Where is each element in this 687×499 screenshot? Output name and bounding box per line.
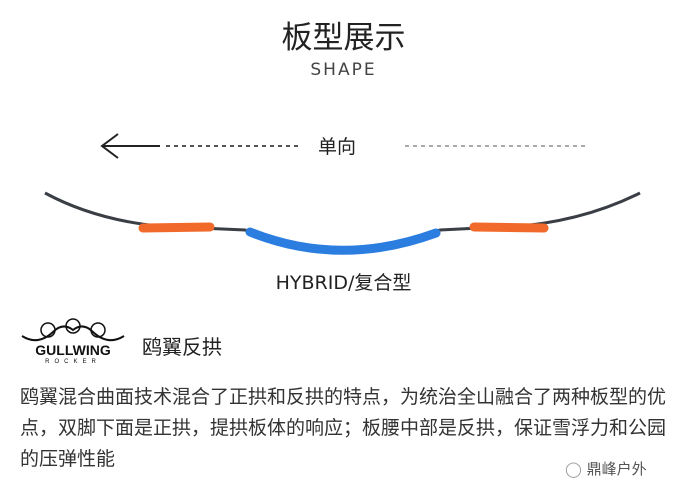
description: 鸥翼混合曲面技术混合了正拱和反拱的特点，为统治全山融合了两种板型的优点，双脚下面…: [20, 386, 667, 470]
page-title: 板型展示: [281, 20, 406, 56]
rocker-segment: [245, 227, 441, 255]
section-heading: 鸥翼反拱: [142, 335, 222, 359]
board-diagram: [44, 133, 641, 255]
arrow-left-icon: [100, 133, 300, 159]
svg-text:GULLWING: GULLWING: [35, 342, 111, 358]
watermark: ◯ 鼎峰户外: [565, 458, 647, 479]
board-type-label: HYBRID/复合型: [275, 272, 412, 294]
wechat-icon: ◯: [565, 460, 582, 478]
page-subtitle: SHAPE: [310, 60, 377, 80]
watermark-text: 鼎峰户外: [586, 460, 647, 478]
camber-segment-right: [469, 222, 549, 233]
board-profile: [44, 191, 641, 251]
svg-text:ROCKER: ROCKER: [45, 359, 101, 364]
gullwing-rocker-logo: GULLWING ROCKER: [21, 318, 125, 364]
camber-segment-left: [138, 222, 215, 233]
direction-label: 单向: [318, 136, 357, 158]
